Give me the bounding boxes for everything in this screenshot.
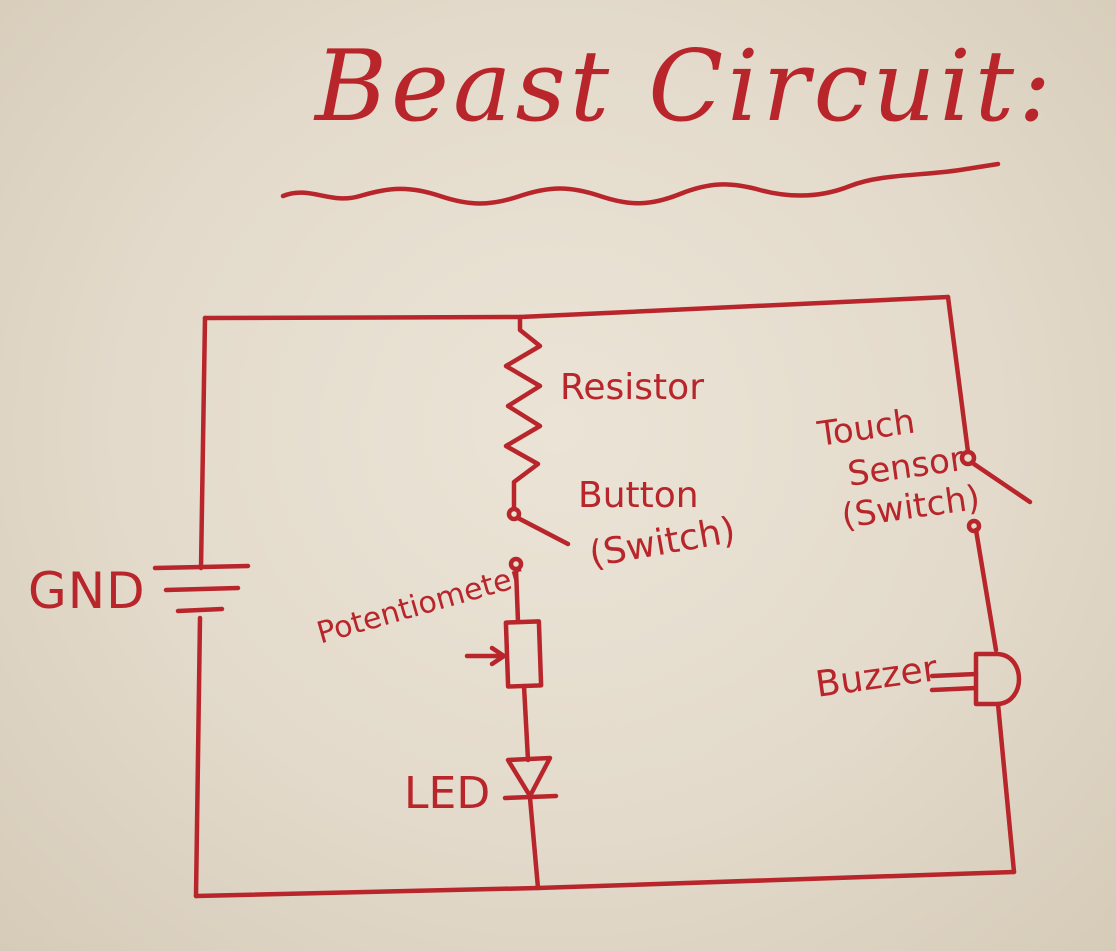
title: Beast Circuit:	[315, 30, 1056, 144]
wire-left-lower	[193, 615, 203, 899]
wire-right-lower	[973, 527, 999, 653]
battery-symbol	[152, 563, 251, 614]
potentiometer-symbol	[464, 619, 544, 689]
title-underline	[280, 161, 1001, 206]
wire-top	[202, 294, 951, 321]
wire-pot-led	[521, 683, 531, 763]
wire-bottom	[193, 869, 1017, 899]
buzzer-symbol	[929, 651, 1022, 707]
touch-sensor-switch-symbol	[959, 449, 1033, 534]
wire-switch-pot	[513, 566, 521, 625]
gnd-label: GND	[28, 562, 146, 620]
wire-right-upper	[945, 294, 971, 455]
led-label: LED	[404, 768, 491, 819]
wire-left-upper	[198, 315, 208, 571]
resistor-symbol	[503, 314, 543, 511]
wire-right-bottom	[995, 701, 1017, 875]
led-symbol	[502, 755, 559, 891]
button-label: Button	[578, 475, 699, 516]
resistor-label: Resistor	[560, 367, 704, 408]
